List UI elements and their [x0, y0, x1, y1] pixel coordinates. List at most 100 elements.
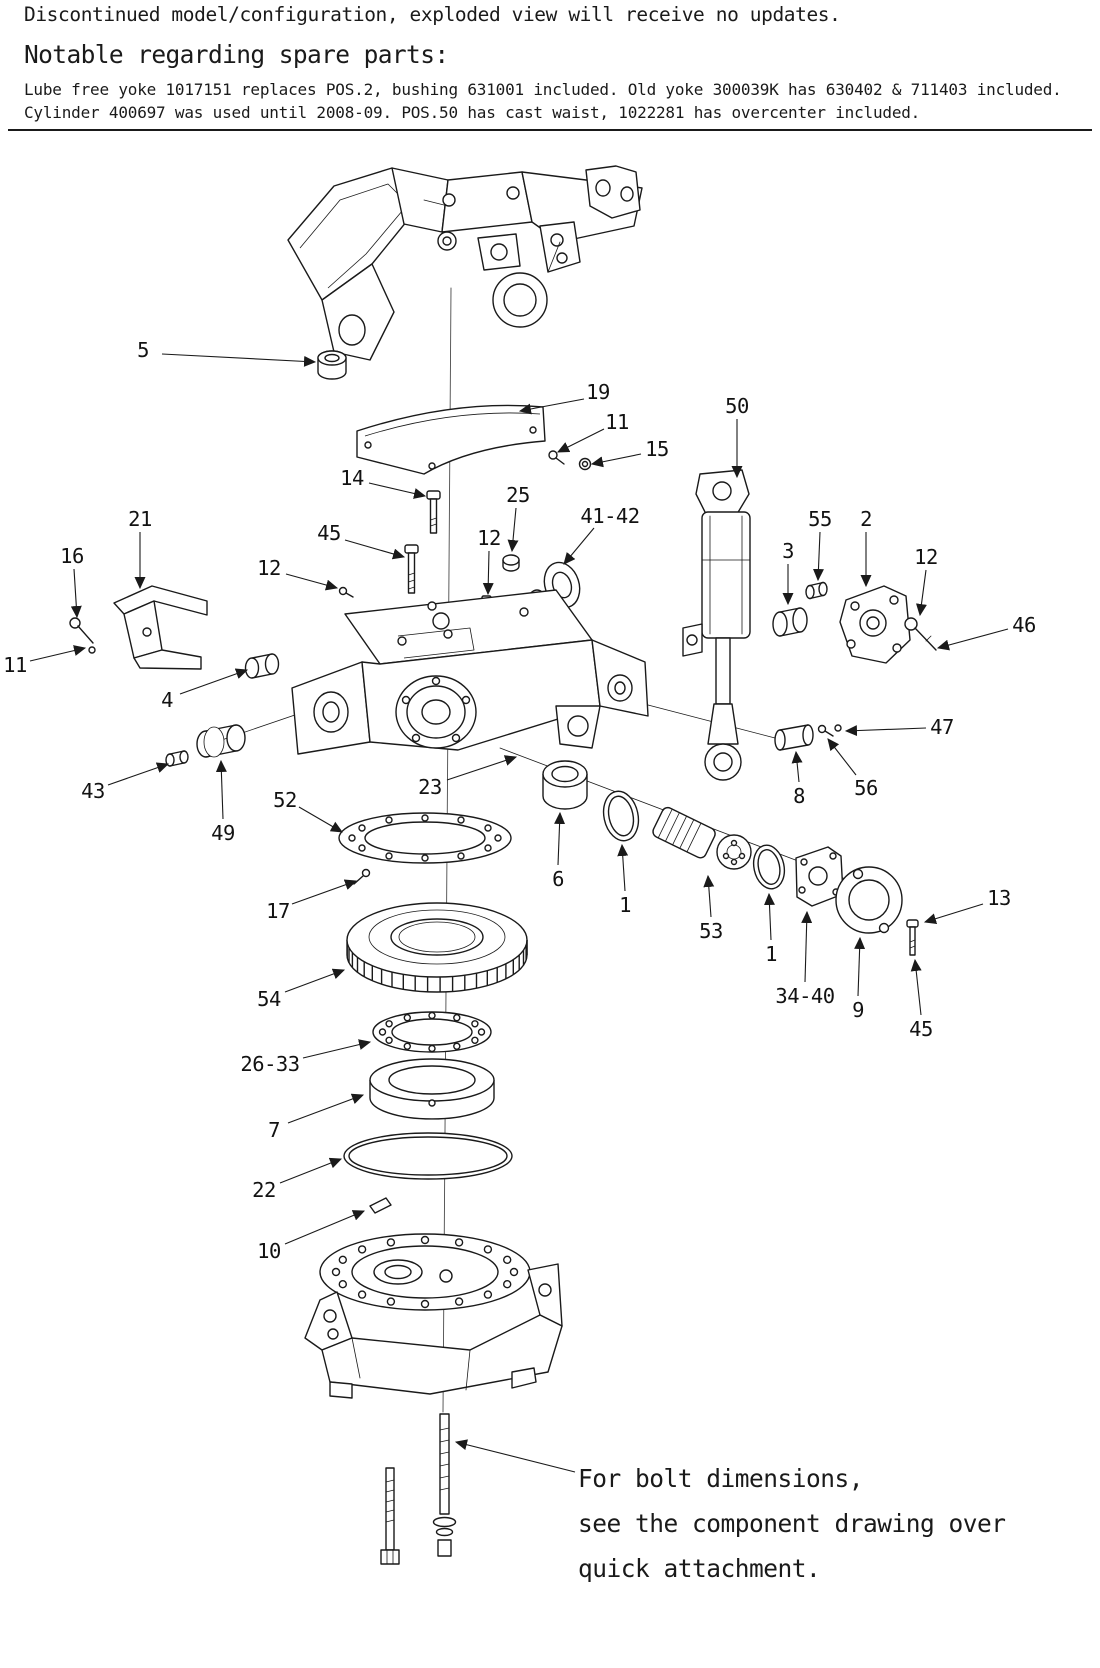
o-ring-22: [343, 1132, 513, 1180]
callout-label-3: 3: [782, 539, 794, 563]
block-9: [835, 866, 903, 934]
exploded-view-art: [69, 165, 937, 1565]
callout-leader: [910, 958, 922, 1016]
callout-label-17: 17: [266, 899, 290, 923]
callout-leader: [482, 550, 494, 596]
bushing-5: [317, 350, 347, 380]
callout-label-49: 49: [211, 821, 235, 845]
callout-leader: [923, 903, 984, 924]
callout-label-16: 16: [60, 544, 84, 568]
cartridge-53: [652, 806, 752, 870]
callout-label-11: 11: [605, 410, 629, 434]
callout-leader: [302, 1039, 372, 1059]
footer-note: For bolt dimensions, see the component d…: [578, 1456, 1006, 1591]
callout-label-25: 25: [506, 483, 530, 507]
footer-note-line-3: quick attachment.: [578, 1554, 821, 1583]
callout-label-12: 12: [257, 556, 281, 580]
callout-label-45: 45: [909, 1017, 933, 1041]
ring-7: [369, 1058, 495, 1120]
callout-label-15: 15: [645, 437, 669, 461]
callout-label-12: 12: [914, 545, 938, 569]
callout-leader: [179, 668, 249, 695]
callout-label-9: 9: [852, 998, 864, 1022]
callout-leader: [507, 507, 519, 553]
bushing-3: [772, 607, 808, 637]
bolt-bottom-left: [380, 1467, 400, 1565]
header-divider: [8, 129, 1092, 131]
callout-leader: [291, 879, 358, 905]
callout-label-34-40: 34-40: [775, 984, 834, 1008]
callout-leader: [454, 1439, 576, 1473]
cylinder-50: [682, 469, 751, 781]
callout-leader: [703, 874, 715, 918]
bracket-21: [113, 585, 208, 670]
callout-leader: [854, 936, 866, 997]
screw-16: [69, 617, 96, 654]
bearing-26-33: [372, 1011, 492, 1053]
main-housing: [291, 589, 649, 755]
spare-parts-note-2: Cylinder 400697 was used until 2008-09. …: [24, 103, 921, 122]
lower-frame: [304, 1233, 563, 1399]
pin-55: [805, 581, 828, 600]
upper-frame: [287, 165, 643, 361]
screw-56: [817, 724, 842, 737]
yoke-2: [839, 585, 911, 664]
discontinued-note: Discontinued model/configuration, explod…: [24, 3, 841, 26]
spare-parts-note-1: Lube free yoke 1017151 replaces POS.2, b…: [24, 80, 1062, 99]
callout-leader: [557, 428, 605, 453]
callout-label-19: 19: [586, 380, 610, 404]
callout-label-4: 4: [161, 688, 173, 712]
callout-label-11: 11: [3, 653, 27, 677]
flat-ring-52: [338, 812, 512, 864]
callout-leader: [287, 1093, 365, 1124]
callout-label-50: 50: [725, 394, 749, 418]
callout-label-7: 7: [268, 1118, 280, 1142]
callout-leader: [285, 573, 339, 591]
gear-54: [346, 902, 528, 993]
bolt-45-lower: [906, 919, 919, 956]
callout-label-6: 6: [552, 867, 564, 891]
callout-label-12: 12: [477, 526, 501, 550]
screw-11: [548, 450, 565, 465]
callout-label-26-33: 26-33: [240, 1052, 299, 1076]
callout-leader: [827, 738, 857, 776]
screw-12-left: [338, 586, 354, 598]
callout-leader: [284, 968, 346, 993]
roller-49: [196, 724, 246, 758]
footer-note-line-2: see the component drawing over: [578, 1509, 1006, 1538]
callout-label-1: 1: [619, 893, 631, 917]
callout-label-23: 23: [418, 775, 442, 799]
callout-leader: [368, 482, 427, 499]
callout-label-5: 5: [137, 338, 149, 362]
callout-leader: [70, 568, 82, 619]
pin-43: [165, 750, 189, 767]
callout-leader: [801, 910, 813, 983]
nut-25: [502, 554, 520, 572]
callout-leader: [215, 759, 227, 820]
callout-label-43: 43: [81, 779, 105, 803]
callout-label-2: 2: [860, 507, 872, 531]
callout-label-14: 14: [340, 466, 364, 490]
pin-10: [369, 1197, 392, 1214]
ring-6: [542, 760, 588, 810]
callout-leader: [590, 453, 642, 468]
bolt-bottom-center: [432, 1413, 457, 1557]
bolt-14: [426, 490, 441, 534]
callout-label-13: 13: [987, 886, 1011, 910]
cover-plate-19: [356, 404, 546, 475]
callout-leader: [298, 806, 343, 833]
callout-leader: [791, 750, 803, 783]
callout-leader: [344, 539, 406, 560]
callout-label-8: 8: [793, 784, 805, 808]
callout-label-53: 53: [699, 919, 723, 943]
callout-label-10: 10: [257, 1239, 281, 1263]
callout-leader: [554, 811, 566, 866]
callout-leader: [29, 645, 87, 662]
callout-leader: [446, 755, 518, 781]
callout-leader: [161, 353, 317, 367]
bolt-45: [404, 544, 419, 594]
o-ring-1b: [752, 844, 786, 890]
